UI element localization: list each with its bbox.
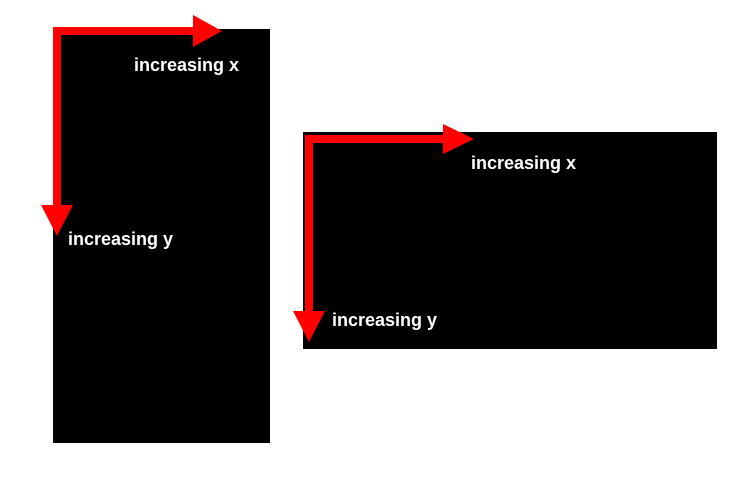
portrait-y-label: increasing y bbox=[68, 229, 174, 249]
landscape-x-label: increasing x bbox=[471, 153, 577, 173]
portrait-x-label: increasing x bbox=[134, 55, 240, 75]
landscape-y-label: increasing y bbox=[332, 310, 438, 330]
